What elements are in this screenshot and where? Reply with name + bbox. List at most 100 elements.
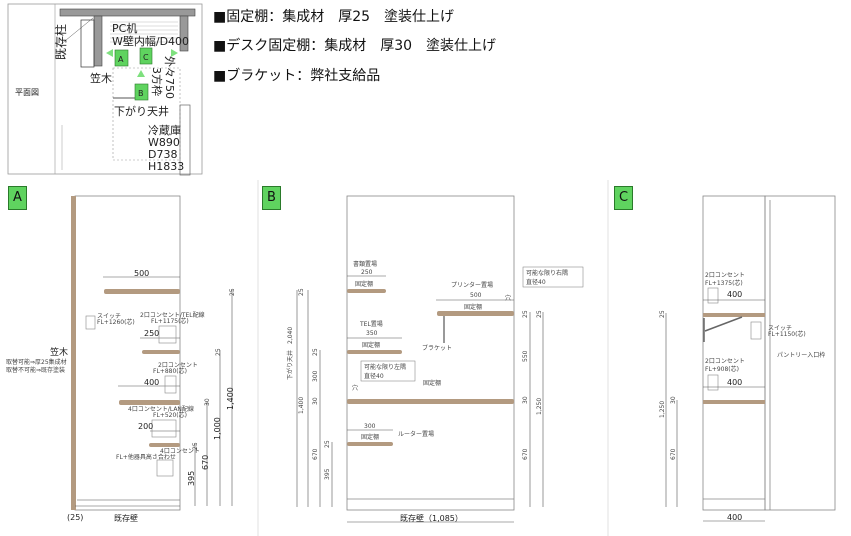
switch-height: FL+1150(芯) <box>768 330 806 338</box>
docs-label: 書類置場 <box>353 260 377 268</box>
outlet-label: 4口コンセント <box>160 448 200 455</box>
hole-note: 可能な限り右隅 <box>526 269 568 277</box>
outlet-height: FL+520(芯) <box>153 411 187 419</box>
plan-lowered-ceiling: 下がり天井 <box>114 104 169 118</box>
plan-marker-a-label: A <box>118 55 124 64</box>
outlet-icons <box>85 315 177 477</box>
dim-label: 395 <box>187 471 196 486</box>
shelf-label: 固定棚 <box>355 280 373 288</box>
outlet-label: 2口コンセント/TEL配線 <box>140 311 205 319</box>
plan-pc-desk: PC机 <box>112 21 137 35</box>
dim-label: 250 <box>361 269 373 276</box>
dim-label: 400 <box>727 378 742 387</box>
kasagi-note: 取替可能⇒厚25集成材 <box>6 358 67 366</box>
elevation-b-tag: B <box>262 186 281 210</box>
hole-label: 穴 <box>505 294 511 302</box>
plan-fridge-h: H1833 <box>148 160 184 173</box>
dim-label: 30 <box>522 396 529 404</box>
dim-label: 25 <box>536 310 543 318</box>
hole-label: 穴 <box>352 384 358 392</box>
outlet-height: FL+1175(芯) <box>151 317 189 325</box>
switch-height: FL+1260(芯) <box>97 318 135 326</box>
outlet-label: 4口コンセント/LAN配線 <box>128 405 194 413</box>
shelf-250 <box>142 350 180 354</box>
elevation-c: 2口コンセント FL+1375(芯) 400 スイッチ FL+1150(芯) パ… <box>659 195 836 522</box>
tel-label: TEL置場 <box>359 320 383 328</box>
shelf-label: 固定棚 <box>464 303 482 311</box>
kasagi-post <box>71 196 76 510</box>
elevation-c-tag: C <box>614 186 633 210</box>
plan-pillar-dim: 外々750 <box>163 56 176 99</box>
pantry-label: パントリー入口枠 <box>777 351 825 359</box>
hole-note: 可能な限り左隅 <box>364 363 406 371</box>
dim-label: 670 <box>522 448 529 460</box>
shelf-label: 固定棚 <box>361 433 379 441</box>
shelf-router <box>347 442 393 446</box>
dim-label: 1,000 <box>213 417 222 440</box>
outlet-label: 2口コンセント <box>705 358 745 365</box>
outlet-label: 2口コンセント <box>705 272 745 279</box>
shelf-label: 固定棚 <box>423 379 441 387</box>
dim-label: 25 <box>192 442 199 450</box>
hole-note: 直径40 <box>364 372 384 380</box>
dim-label: 30 <box>204 398 211 406</box>
router-label: ルーター置場 <box>398 430 434 438</box>
dim-200: 200 <box>138 422 153 431</box>
dim-label: 30 <box>670 396 677 404</box>
outlet-height: FL+908(芯) <box>705 365 739 373</box>
switch-label: スイッチ <box>97 313 121 320</box>
plan-fridge-d: D738 <box>148 148 177 161</box>
elevation-a: 500 250 400 200 スイッチ FL+1260(芯) 2口コンセント/… <box>6 195 236 523</box>
outlet-icons <box>707 287 762 391</box>
dim-label: 1,400 <box>298 397 305 414</box>
dim-label: 25 <box>215 348 222 356</box>
hole-note: 直径40 <box>526 278 546 286</box>
dim-label: 25 <box>659 310 666 318</box>
shelf-printer <box>437 311 514 316</box>
bracket <box>703 316 743 342</box>
outlet-label: 2口コンセント <box>158 362 198 369</box>
kasagi-note: 取替不可能⇒既存塗装 <box>6 366 65 374</box>
shelf-lower <box>703 400 765 404</box>
plan-marker-b[interactable]: B <box>134 83 149 101</box>
plan-marker-a[interactable]: A <box>114 49 129 67</box>
dim-label: 670 <box>201 455 210 470</box>
bottom-label: 400 <box>727 513 742 522</box>
dim-label: 25 <box>298 288 305 296</box>
shelf-tel <box>347 350 402 354</box>
switch-label: スイッチ <box>768 325 792 332</box>
dim-label: 550 <box>522 350 529 362</box>
plan-kasagi: 笠木 <box>90 71 112 85</box>
shelf-upper <box>703 313 765 317</box>
plan-desk-spec: W壁内幅/D400 <box>112 34 189 48</box>
plan-fridge-w: W890 <box>148 136 180 149</box>
bracket <box>443 316 445 343</box>
kasagi-label: 笠木 <box>50 346 68 358</box>
floor-plan: 平面図 既存柱 PC机 W壁内幅/D400 笠木 3方枠 外々750 下がり天井… <box>7 3 203 176</box>
elevation-b: 書類置場 250 固定棚 TEL置場 350 固定棚 プリンター置場 500 固… <box>286 195 584 523</box>
dim-label: 670 <box>312 448 319 460</box>
view-arrow-icons <box>106 49 178 77</box>
shelf-200 <box>149 443 180 447</box>
plan-marker-c[interactable]: C <box>139 47 153 65</box>
shelf-500 <box>104 289 180 294</box>
plan-fridge: 冷蔵庫 <box>148 123 181 137</box>
dim-250: 250 <box>144 329 159 338</box>
outlet-height: FL+1375(芯) <box>705 279 743 287</box>
dim-500: 500 <box>134 269 149 278</box>
printer-label: プリンター置場 <box>451 281 493 289</box>
bracket-label: ブラケット <box>422 344 452 352</box>
dim-label: 下がり天井 2,040 <box>286 327 294 380</box>
legend-fixed-shelf: ■固定棚：集成材 厚25 塗装仕上げ <box>213 9 455 25</box>
shelf-400 <box>119 400 180 405</box>
plan-marker-c-label: C <box>143 53 149 62</box>
elevation-a-tag: A <box>8 186 27 210</box>
plan-marker-b-label: B <box>138 89 144 98</box>
shelf-docs <box>347 289 386 293</box>
dim-label: 350 <box>366 330 378 337</box>
dim-label: 395 <box>324 468 331 480</box>
bottom-label: 既存壁 <box>114 513 138 523</box>
plan-title: 平面図 <box>15 88 39 97</box>
dim-label: 25 <box>324 440 331 448</box>
